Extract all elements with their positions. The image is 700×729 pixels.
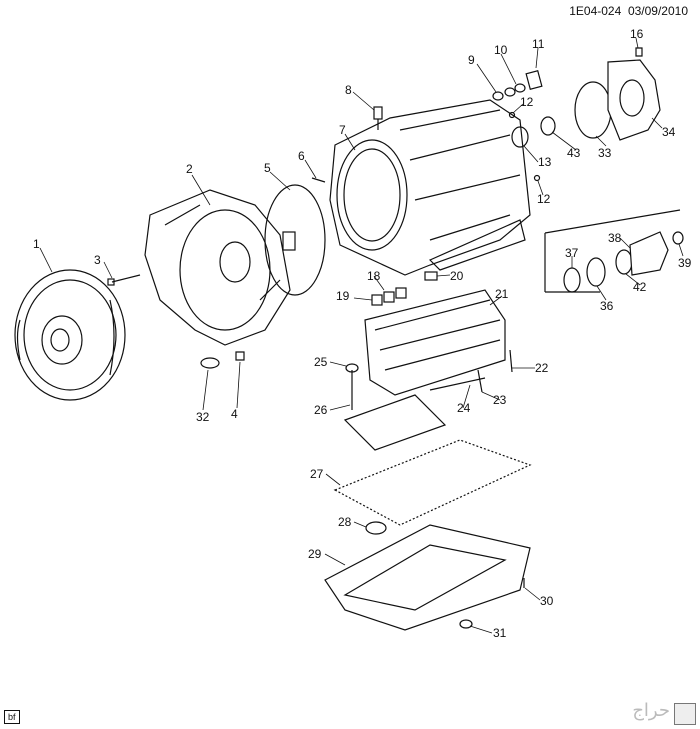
callout-9: 9 bbox=[468, 53, 475, 67]
valve-body-21 bbox=[364, 289, 506, 396]
callout-34: 34 bbox=[662, 125, 676, 139]
callout-7: 7 bbox=[339, 123, 346, 137]
callout-2: 2 bbox=[186, 162, 193, 176]
yoke-38 bbox=[629, 231, 669, 276]
callout-16: 16 bbox=[630, 27, 644, 41]
callout-23: 23 bbox=[493, 393, 507, 407]
seal-13 bbox=[511, 126, 529, 148]
solenoids-18-19 bbox=[371, 287, 407, 306]
callout-13: 13 bbox=[538, 155, 552, 169]
callout-3: 3 bbox=[94, 253, 101, 267]
ring-39 bbox=[672, 231, 684, 245]
callout-12b: 12 bbox=[537, 192, 551, 206]
callout-38: 38 bbox=[608, 231, 622, 245]
sensor-11 bbox=[525, 69, 543, 91]
callout-29: 29 bbox=[308, 547, 322, 561]
callout-36: 36 bbox=[600, 299, 614, 313]
bell-housing bbox=[144, 189, 296, 346]
pin-12b bbox=[533, 174, 541, 182]
callout-5: 5 bbox=[264, 161, 271, 175]
oring-10b bbox=[514, 83, 526, 93]
connector-20 bbox=[424, 271, 438, 281]
footer-tag: bf bbox=[4, 710, 20, 724]
callout-33: 33 bbox=[598, 146, 612, 160]
callout-28: 28 bbox=[338, 515, 352, 529]
callout-31: 31 bbox=[493, 626, 507, 640]
seal-ring-5 bbox=[264, 184, 326, 296]
callout-25: 25 bbox=[314, 355, 328, 369]
seal-37 bbox=[563, 267, 581, 293]
callout-43: 43 bbox=[567, 146, 581, 160]
callout-39: 39 bbox=[678, 256, 692, 270]
magnet-28 bbox=[365, 521, 387, 535]
figure-id: 1E04-024 bbox=[569, 4, 622, 18]
oring-9 bbox=[492, 91, 504, 101]
seal-36 bbox=[586, 257, 606, 287]
filter-26 bbox=[343, 370, 447, 451]
callout-6: 6 bbox=[298, 149, 305, 163]
washer-32 bbox=[200, 357, 220, 369]
pin-6 bbox=[311, 177, 326, 183]
bolt-16 bbox=[635, 47, 643, 57]
callout-18: 18 bbox=[367, 269, 381, 283]
extension-housing-34 bbox=[607, 59, 661, 141]
figure-date: 03/09/2010 bbox=[627, 4, 688, 18]
pin-12a bbox=[508, 111, 516, 119]
callout-4: 4 bbox=[231, 407, 238, 421]
callout-24: 24 bbox=[457, 401, 471, 415]
watermark-logo bbox=[674, 703, 696, 725]
callout-22: 22 bbox=[535, 361, 549, 375]
callout-10: 10 bbox=[494, 43, 508, 57]
callout-1: 1 bbox=[33, 237, 40, 251]
bolt-4 bbox=[235, 351, 245, 361]
callout-37: 37 bbox=[565, 246, 579, 260]
housing-bolt bbox=[107, 274, 141, 286]
ring-42 bbox=[615, 249, 633, 275]
bolt-23 bbox=[477, 369, 483, 393]
ring-43 bbox=[540, 116, 556, 136]
watermark-text: حراج bbox=[632, 700, 670, 721]
callout-30: 30 bbox=[540, 594, 554, 608]
leader-lines bbox=[39, 37, 684, 634]
callout-21: 21 bbox=[495, 287, 509, 301]
torque-converter bbox=[14, 269, 126, 401]
pan-gasket-27 bbox=[333, 439, 532, 526]
callout-19: 19 bbox=[336, 289, 350, 303]
callout-42: 42 bbox=[633, 280, 647, 294]
figure-header: 1E04-024 03/09/2010 bbox=[569, 4, 688, 18]
bolt-22 bbox=[509, 349, 513, 373]
vent-8 bbox=[373, 106, 383, 130]
tube-24 bbox=[429, 377, 486, 391]
oring-33 bbox=[574, 81, 612, 139]
callout-labels: 1 2 3 4 5 6 7 8 9 10 11 12 12 13 16 18 1… bbox=[33, 27, 692, 640]
oil-pan-29 bbox=[324, 524, 531, 631]
drain-plug-31 bbox=[459, 619, 473, 629]
callout-11: 11 bbox=[532, 37, 545, 51]
callout-12a: 12 bbox=[520, 95, 534, 109]
callout-20: 20 bbox=[450, 269, 464, 283]
callout-26: 26 bbox=[314, 403, 328, 417]
transmission-case bbox=[329, 99, 531, 276]
oring-10a bbox=[504, 87, 516, 97]
callout-8: 8 bbox=[345, 83, 352, 97]
callout-27: 27 bbox=[310, 467, 324, 481]
callout-32: 32 bbox=[196, 410, 210, 424]
